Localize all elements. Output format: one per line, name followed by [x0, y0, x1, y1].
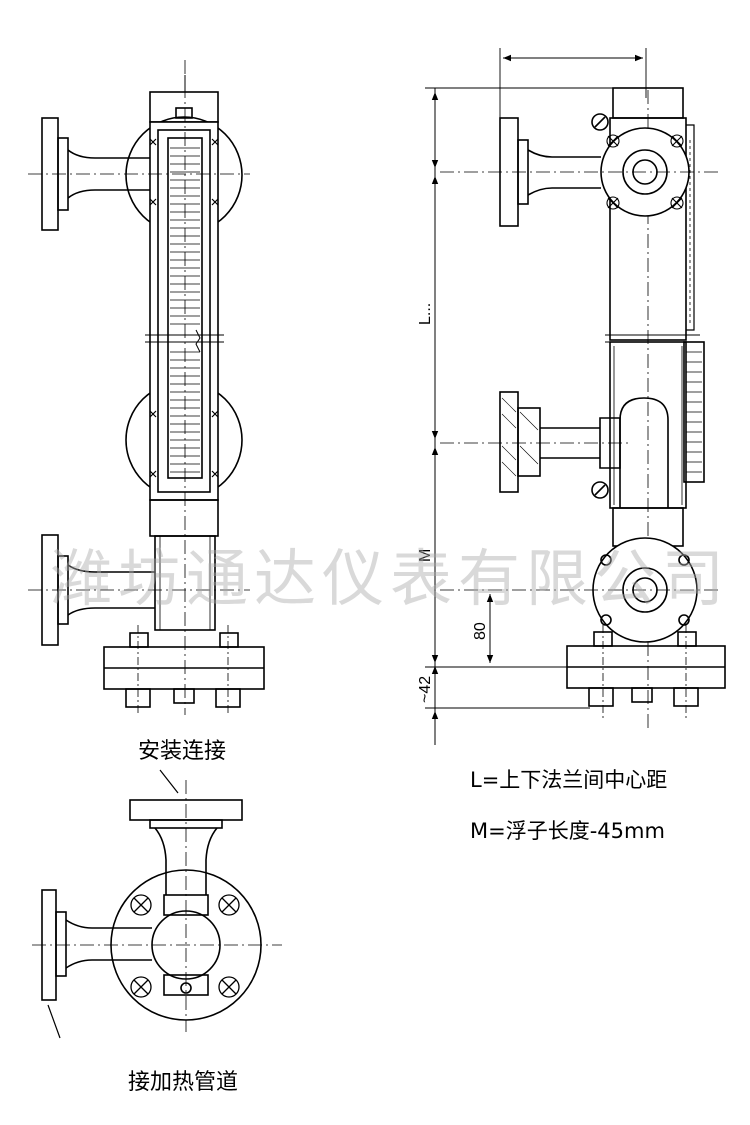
dim-42-label: ~42	[417, 676, 434, 703]
note-m-definition: M=浮子长度-45mm	[470, 819, 665, 843]
side-view	[425, 48, 726, 745]
caption-install-connection: 安装连接	[138, 739, 227, 764]
note-l-definition: L=上下法兰间中心距	[470, 768, 668, 792]
top-view	[32, 769, 282, 1039]
dim-l-label: L...	[417, 303, 434, 325]
caption-heating-pipe: 接加热管道	[128, 1070, 239, 1095]
dim-m-label: M	[417, 549, 434, 562]
dim-80-label: 80	[472, 622, 489, 640]
front-view	[28, 60, 265, 715]
company-watermark: 潍坊通达仪表有限公司	[50, 542, 731, 615]
